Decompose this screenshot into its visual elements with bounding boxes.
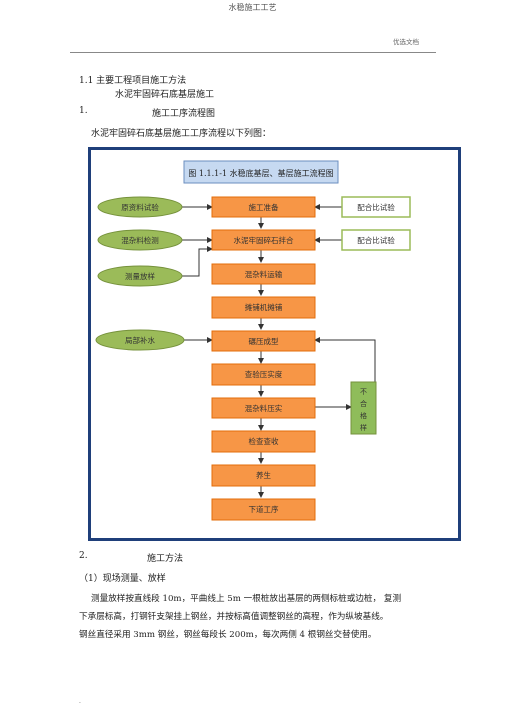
main-step-2-box [211, 229, 316, 251]
main-step-1: 施工准备 [211, 196, 316, 218]
subsection-title: 水泥牢固碎石底基层施工 [115, 90, 215, 100]
right-node-1: 配合比试验 [341, 196, 411, 218]
right-node-2-box [341, 229, 411, 251]
main-step-10-box [211, 498, 316, 521]
main-step-9-box [211, 464, 316, 487]
flowchart-title-box [183, 160, 339, 184]
section-heading: 1.1 主要工程项目施工方法 [79, 76, 187, 86]
main-step-10-label: 下道工序 [249, 504, 279, 514]
reject-char-3: 格 [360, 411, 367, 420]
main-step-8-box [211, 430, 316, 453]
main-step-8: 检查查收 [211, 430, 316, 453]
item-1-number: 1. [79, 106, 88, 116]
main-step-2: 水泥牢固碎石拌合 [211, 229, 316, 251]
paragraph-line-1: 测量放样按直线段 10m，平曲线上 5m 一根桩放出基层的两侧标桩或边桩， 复测 [91, 594, 402, 604]
item-2-number: 2. [79, 551, 88, 561]
right-node-1-box [341, 196, 411, 218]
right-node-1-label: 配合比试验 [357, 202, 395, 212]
main-step-3-label: 混杂料运输 [245, 269, 283, 279]
left-node-1: 原资料试验 [97, 196, 183, 218]
paragraph-line-2: 下承层标高，打钢钎支架挂上钢丝，并按标高值调整钢丝的高程，作为纵坡基线。 [79, 612, 389, 622]
footer-mark: . [79, 698, 81, 705]
main-step-6-box [211, 363, 316, 386]
main-step-6-label: 查验压实度 [245, 369, 283, 379]
reject-char-2: 合 [360, 399, 367, 408]
left-node-1-label: 原资料试验 [121, 202, 159, 212]
left-node-3-shape [97, 265, 183, 287]
intro-paragraph: 水泥牢固碎石底基层施工工序流程以下列图： [91, 129, 272, 139]
main-step-4-label: 摊铺机摊铺 [245, 302, 283, 312]
main-step-3: 混杂料运输 [211, 263, 316, 285]
left-node-1-shape [97, 196, 183, 218]
header-title: 水稳施工工艺 [228, 3, 277, 12]
reject-char-4: 样 [360, 423, 367, 432]
main-step-4: 摊铺机摊铺 [211, 296, 316, 319]
header-doc-label: 优选文档 [393, 38, 419, 46]
left-node-2: 混杂料检测 [97, 229, 183, 251]
reject-node-box [350, 381, 377, 435]
paragraph-line-3: 钢丝直径采用 3mm 钢丝，钢丝每段长 200m，每次两侧 4 根钢丝交替使用。 [79, 630, 377, 640]
flowchart-connectors [182, 204, 376, 498]
item-2-label: 施工方法 [147, 554, 184, 564]
left-node-2-shape [97, 229, 183, 251]
left-node-3: 测量放样 [97, 265, 183, 287]
left-node-4-shape [95, 329, 185, 351]
main-step-4-box [211, 296, 316, 319]
left-node-4-label: 局部补水 [125, 335, 155, 345]
main-step-7-box [211, 397, 316, 419]
main-step-1-label: 施工准备 [249, 202, 279, 212]
left-node-2-label: 混杂料检测 [121, 235, 159, 245]
main-step-7-label: 混杂料压实 [245, 403, 283, 413]
main-step-5: 碾压成型 [211, 330, 316, 352]
left-node-4: 局部补水 [95, 329, 185, 351]
reject-char-1: 不 [360, 388, 367, 396]
header-divider [70, 52, 436, 53]
right-node-2: 配合比试验 [341, 229, 411, 251]
main-step-1-box [211, 196, 316, 218]
main-step-3-box [211, 263, 316, 285]
flowchart-diagram: 图 1.1.1-1 水稳底基层、基层施工流程图 施工准备 水泥牢固碎石拌合 混杂… [88, 147, 461, 541]
main-step-5-box [211, 330, 316, 352]
main-step-9-label: 养生 [256, 470, 271, 480]
item-1-label: 施工工序流程图 [152, 109, 216, 119]
main-step-5-label: 碾压成型 [249, 336, 279, 346]
main-step-2-label: 水泥牢固碎石拌合 [234, 235, 294, 245]
sub-heading-1: （1）现场测量、放样 [79, 574, 166, 584]
main-step-7: 混杂料压实 [211, 397, 316, 419]
main-step-9: 养生 [211, 464, 316, 487]
left-node-3-label: 测量放样 [125, 271, 155, 281]
main-step-8-label: 检查查收 [249, 436, 279, 446]
main-step-6: 查验压实度 [211, 363, 316, 386]
main-step-10: 下道工序 [211, 498, 316, 521]
reject-node: 不 合 格 样 [350, 381, 377, 435]
right-node-2-label: 配合比试验 [357, 235, 395, 245]
flowchart-title: 图 1.1.1-1 水稳底基层、基层施工流程图 [188, 168, 333, 178]
